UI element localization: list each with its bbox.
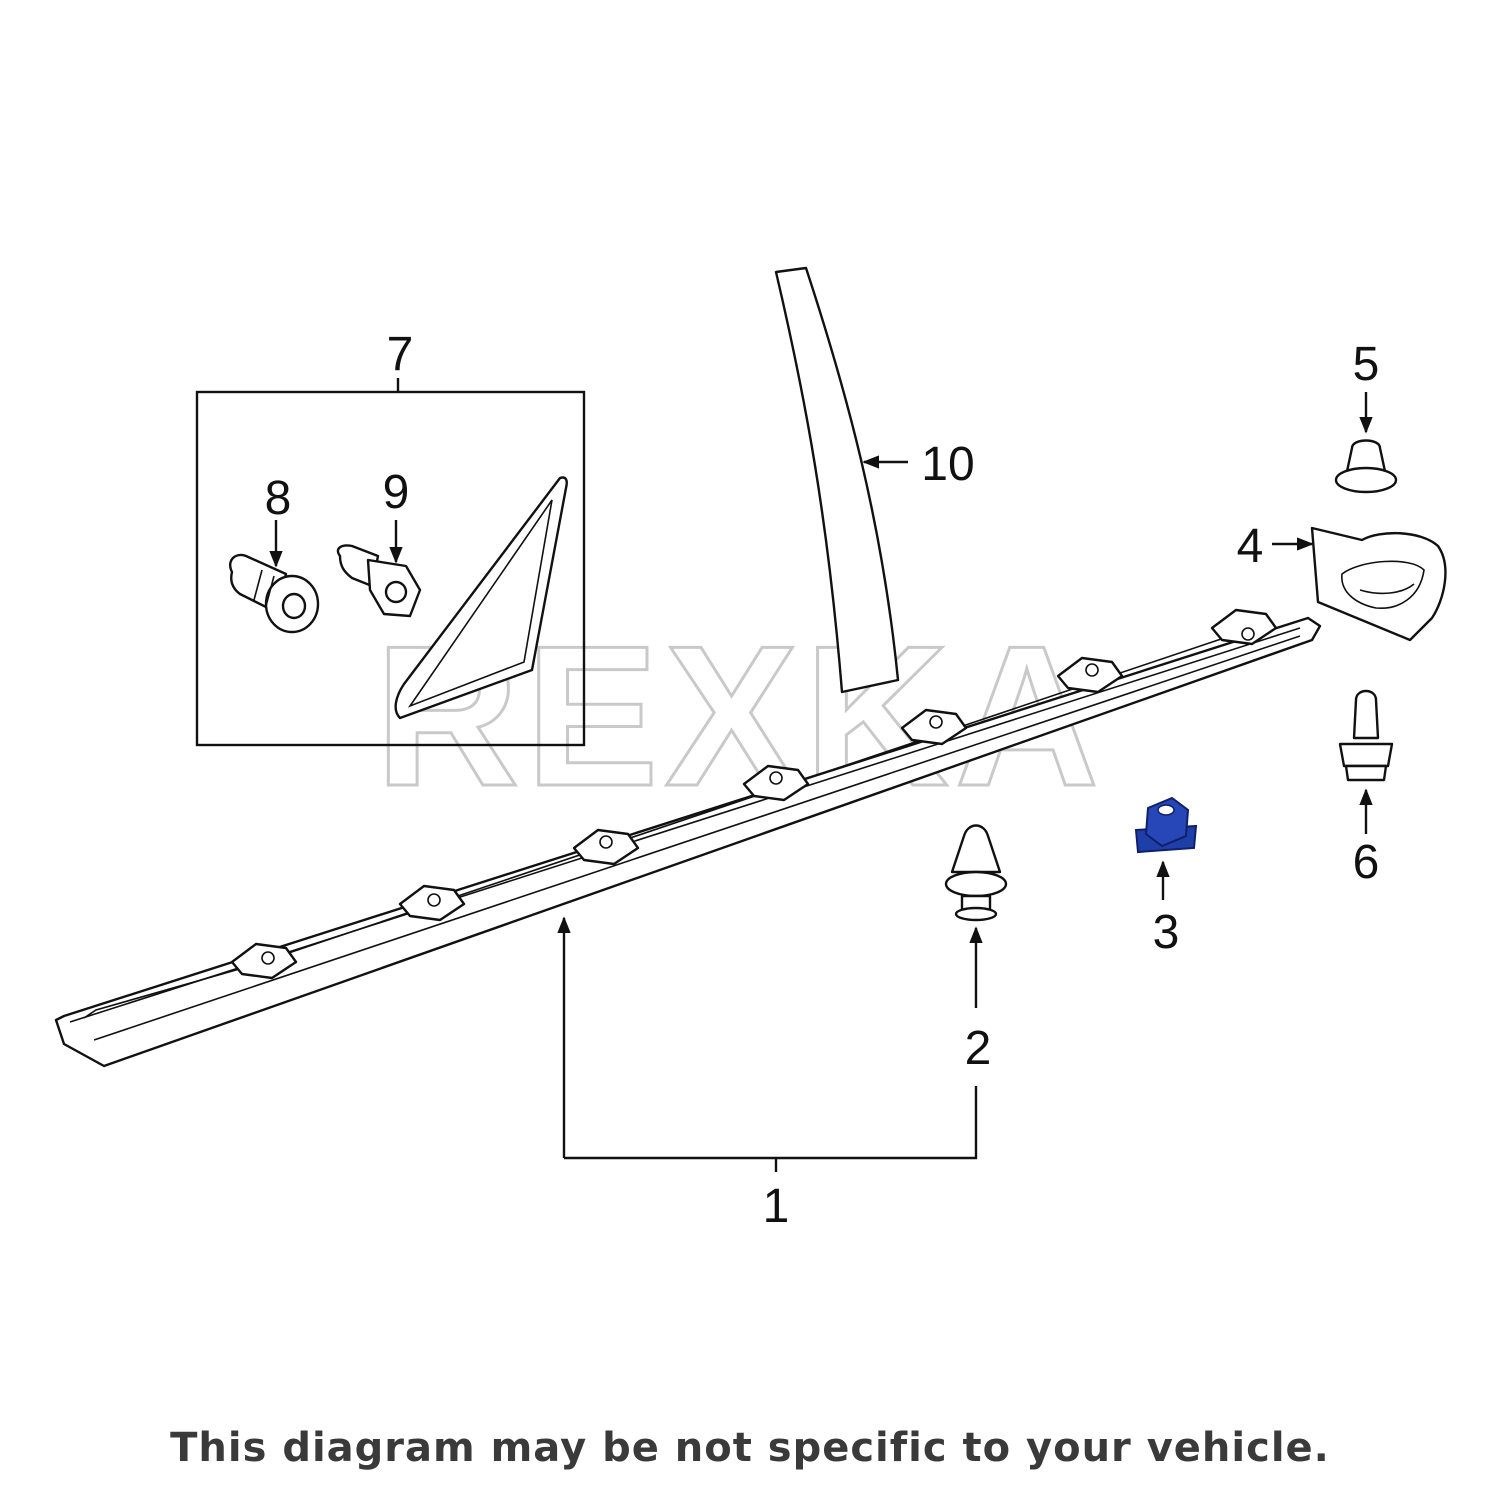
part-9-clip [336,520,422,618]
callout-2: 2 [965,1022,992,1075]
part-7-inset-box [195,378,586,747]
callout-9: 9 [383,466,410,519]
callout-1: 1 [763,1180,790,1233]
part-6-bolt [1338,689,1394,834]
part-1-leader [557,916,978,1172]
part-3-nut [1134,796,1198,900]
part-5-clip-cap [1334,392,1398,494]
part-1-rocker-moulding [54,608,1322,1068]
callout-7: 7 [387,328,414,381]
part-2-push-pin [944,824,1008,1008]
callout-4: 4 [1237,520,1264,573]
part-10-pillar [774,266,908,694]
callout-3: 3 [1153,906,1180,959]
disclaimer-text: This diagram may be not specific to your… [170,1425,1330,1471]
callout-8: 8 [265,472,292,525]
part-4-bracket [1272,526,1447,642]
callout-6: 6 [1353,836,1380,889]
callout-10: 10 [921,438,974,491]
part-8-clip [229,520,320,634]
callout-5: 5 [1353,338,1380,391]
